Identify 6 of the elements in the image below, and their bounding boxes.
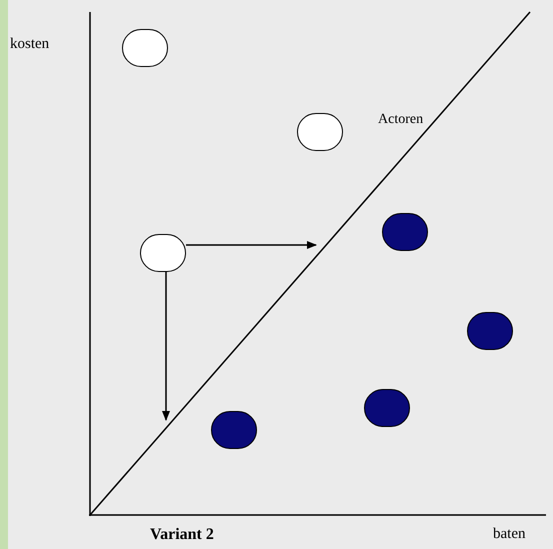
- axis-label: Variant 2: [150, 525, 214, 545]
- axis-label: Actoren: [378, 111, 424, 128]
- axis-label: kosten: [10, 35, 50, 54]
- arrow: [186, 241, 317, 249]
- axis-label: baten: [493, 525, 526, 544]
- arrow: [162, 271, 170, 421]
